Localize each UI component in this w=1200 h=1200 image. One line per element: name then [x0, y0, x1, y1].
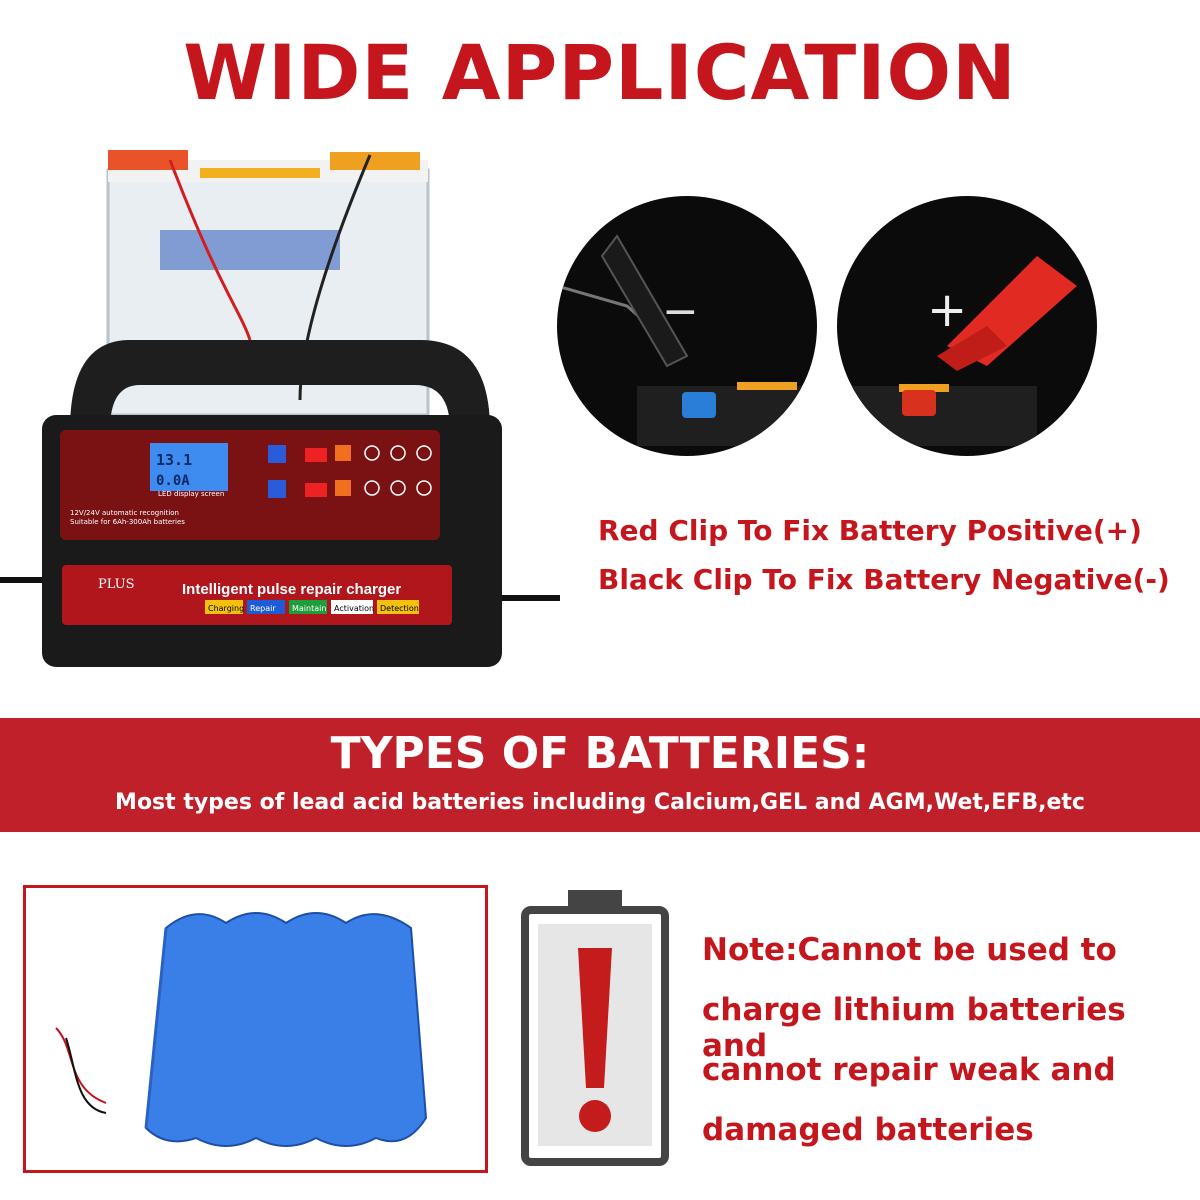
lithium-pack	[144, 912, 428, 1147]
mode-chip	[331, 600, 373, 614]
mode-chip	[205, 600, 243, 614]
mode-chip-label: Detection	[380, 604, 419, 613]
svg-text:Suitable for 6Ah-300Ah batteri: Suitable for 6Ah-300Ah batteries	[70, 518, 185, 526]
svg-text:12V/24V automatic recognition: 12V/24V automatic recognition	[70, 509, 179, 517]
negative-terminal	[682, 392, 716, 418]
svg-text:13.1: 13.1	[156, 451, 192, 469]
negative-clip-image: −	[557, 196, 817, 456]
svg-text:0.0A: 0.0A	[156, 473, 190, 489]
mode-chip	[289, 600, 327, 614]
mode-chip-label: Charging	[208, 604, 244, 613]
exclamation-icon	[578, 948, 612, 1088]
positive-clip-image: +	[837, 196, 1097, 456]
lithium-note-line: cannot repair weak and	[702, 1052, 1116, 1088]
mode-chip-label: Activation	[334, 604, 374, 613]
svg-text:+: +	[927, 282, 967, 338]
lithium-note-line: Note:Cannot be used to	[702, 932, 1117, 968]
svg-text:PLUS: PLUS	[98, 577, 135, 592]
charger-illustration: 13.1 0.0A LED display screen 12V/24V aut…	[0, 150, 560, 667]
banner-subtitle: Most types of lead acid batteries includ…	[115, 790, 1085, 815]
positive-terminal	[902, 390, 936, 416]
banner-title: TYPES OF BATTERIES:	[330, 728, 870, 779]
lcd-screen	[150, 443, 228, 491]
lithium-battery-image	[23, 885, 488, 1173]
battery-types-banner	[0, 718, 1200, 832]
rocker-switch	[305, 448, 327, 462]
svg-text:LED display screen: LED display screen	[158, 490, 224, 498]
lithium-note-line: damaged batteries	[702, 1112, 1034, 1148]
charger-handle	[70, 340, 490, 430]
mode-chip-label: Maintain	[292, 604, 326, 613]
negative-clip-note: Black Clip To Fix Battery Negative(-)	[598, 563, 1170, 596]
svg-text:Intelligent pulse repair charg: Intelligent pulse repair charger	[182, 581, 401, 598]
svg-text:−: −	[662, 286, 699, 337]
mode-chip-label: Repair	[250, 604, 276, 613]
warning-battery-icon	[521, 890, 669, 1166]
lithium-note-line: charge lithium batteries and	[702, 992, 1126, 1064]
mode-chip	[377, 600, 419, 614]
mode-chip	[247, 600, 285, 614]
mode-chips: Charging Repair Maintain Activation Detectio…	[205, 600, 419, 614]
positive-clip-note: Red Clip To Fix Battery Positive(+)	[598, 514, 1142, 547]
page-title: WIDE APPLICATION	[183, 28, 1017, 117]
